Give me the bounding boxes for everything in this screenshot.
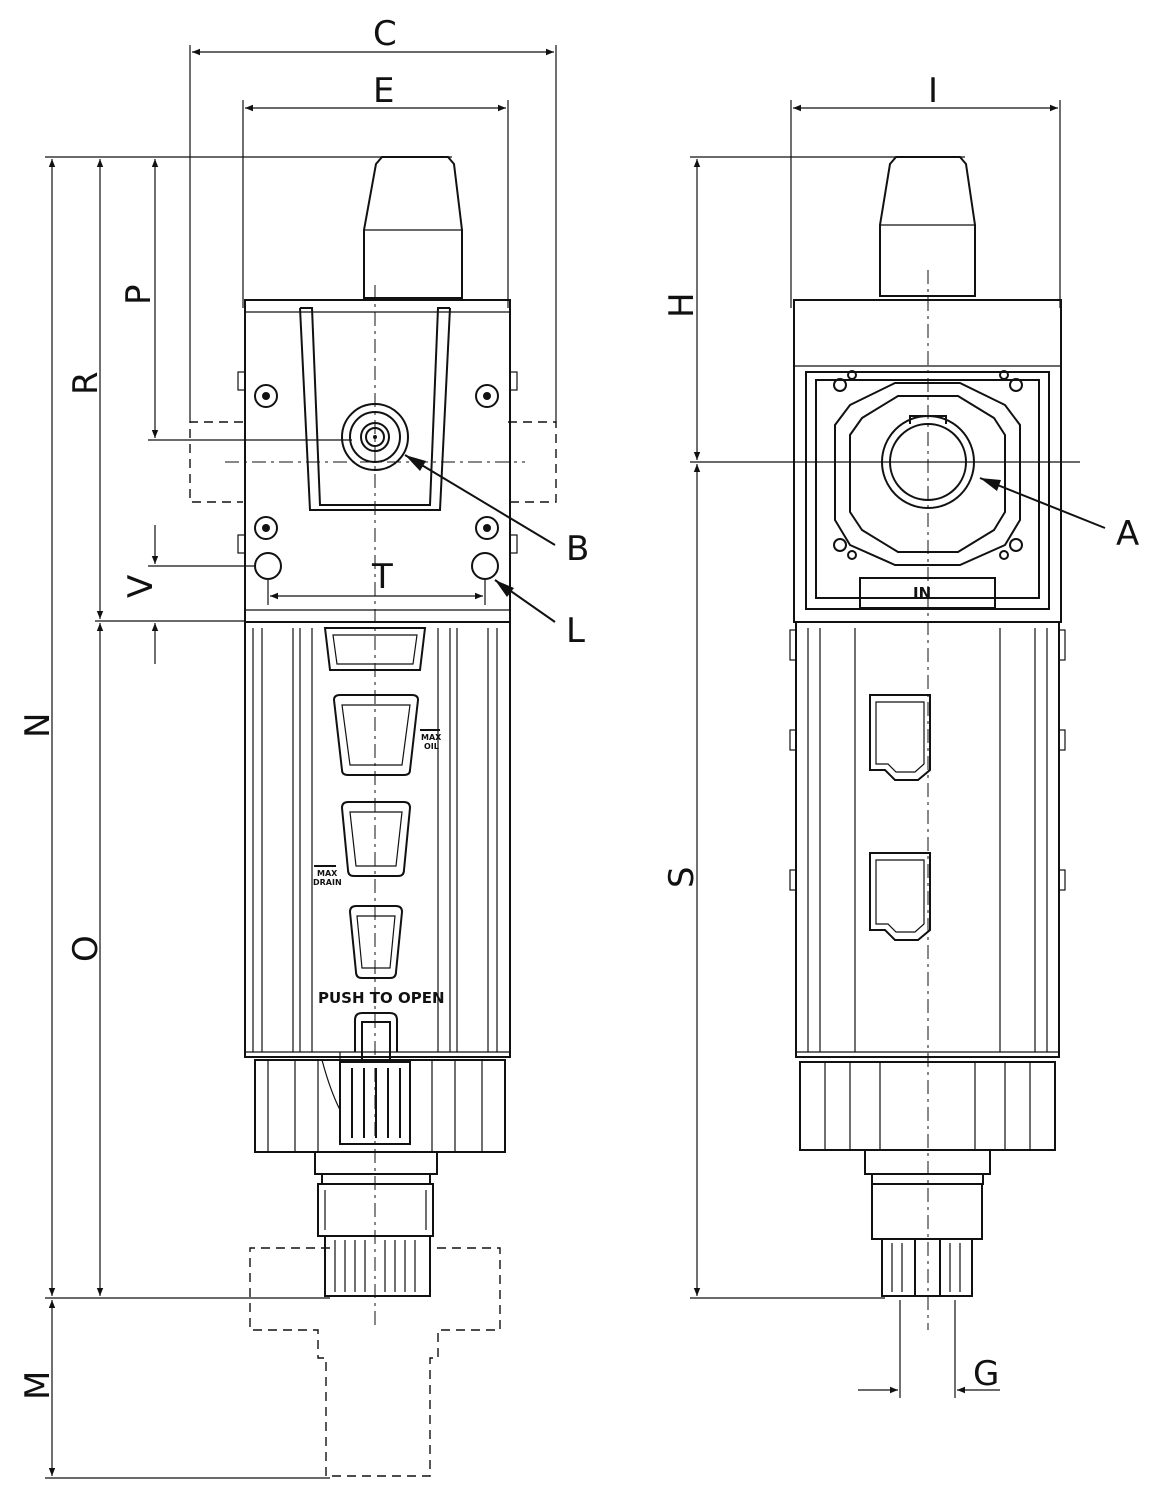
max-drain-text-2: DRAIN xyxy=(313,878,342,887)
front-bowl xyxy=(244,621,511,1058)
dim-label-m: M xyxy=(18,1371,58,1400)
dim-label-g: G xyxy=(973,1354,999,1394)
callout-label-l: L xyxy=(566,611,585,651)
side-dimension-letters: I H S G xyxy=(662,71,999,1394)
dim-label-p: P xyxy=(119,284,159,305)
max-drain-text-1: MAX xyxy=(317,869,338,878)
dim-label-s: S xyxy=(662,866,702,888)
front-sight-windows xyxy=(323,627,427,979)
side-drain-valve xyxy=(864,1149,991,1297)
inlet-marking-text: IN xyxy=(913,584,931,602)
front-callouts: B L xyxy=(404,454,589,651)
front-mounting-holes xyxy=(254,552,499,580)
max-oil-text-2: OIL xyxy=(424,742,439,751)
dim-label-t: T xyxy=(371,557,393,597)
front-extension-lines xyxy=(45,45,557,1479)
callout-label-b: B xyxy=(566,529,589,569)
dim-label-c: C xyxy=(373,14,397,54)
front-screws xyxy=(254,384,499,540)
front-view: C E P R N O M V T xyxy=(18,14,589,1479)
dim-label-h: H xyxy=(662,292,702,318)
front-level-markings: MAX OIL MAX DRAIN PUSH TO OPEN xyxy=(313,729,445,1007)
front-drain-ring xyxy=(254,1059,506,1153)
front-dimension-letters: C E P R N O M V T xyxy=(18,14,397,1400)
dim-label-r: R xyxy=(66,371,106,395)
dim-label-o: O xyxy=(66,935,106,962)
side-head-block: IN xyxy=(793,299,1062,623)
front-gauge-port xyxy=(341,403,409,471)
side-dimension-lines xyxy=(693,104,1058,1394)
front-dimension-lines xyxy=(48,48,554,1476)
front-drain-valve xyxy=(314,1151,438,1297)
dim-label-e: E xyxy=(373,71,394,111)
dim-label-n: N xyxy=(18,713,58,738)
side-extension-lines xyxy=(690,100,1080,1398)
side-head-holes xyxy=(833,370,1023,560)
dim-label-v: V xyxy=(121,575,161,598)
callout-label-a: A xyxy=(1116,514,1139,554)
side-outlet-nozzle xyxy=(879,156,976,297)
front-outlet-nozzle xyxy=(363,156,463,299)
dim-label-i: I xyxy=(928,71,938,111)
side-callouts: A xyxy=(979,477,1139,554)
side-bowl xyxy=(789,621,1066,1058)
max-oil-text-1: MAX xyxy=(421,733,442,742)
side-view: I H S G IN xyxy=(662,71,1139,1398)
push-to-open-text: PUSH TO OPEN xyxy=(318,989,445,1007)
front-dashed-mounting-outlines xyxy=(189,421,557,1477)
side-windows xyxy=(869,694,931,941)
side-inlet-port xyxy=(881,415,975,509)
